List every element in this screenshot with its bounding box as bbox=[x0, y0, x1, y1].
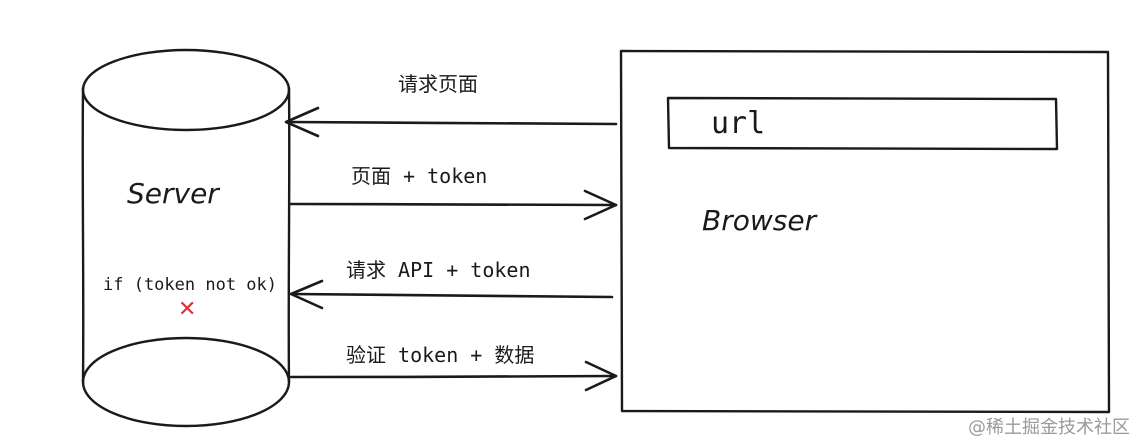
server-cylinder-top bbox=[81, 48, 291, 132]
server-label: Server bbox=[127, 177, 220, 210]
arrow-head-3 bbox=[289, 279, 324, 310]
message-label-2: 页面 + token bbox=[351, 164, 487, 188]
message-verify-data: 验证 token + 数据 bbox=[289, 343, 618, 392]
watermark: @稀土掘金技术社区 bbox=[968, 417, 1130, 438]
arrow-line-3 bbox=[290, 292, 614, 299]
arrow-line-1 bbox=[285, 120, 618, 126]
server-cylinder-bottom bbox=[81, 336, 291, 428]
message-label-1: 请求页面 bbox=[398, 72, 478, 96]
browser-url-bar bbox=[666, 96, 1059, 151]
server-cylinder-left-side bbox=[81, 86, 85, 384]
fail-x-icon: ✕ bbox=[178, 297, 196, 322]
browser-frame bbox=[619, 49, 1111, 414]
server-cylinder-right-side bbox=[287, 86, 291, 384]
arrow-line-4 bbox=[289, 374, 618, 379]
message-page-token: 页面 + token bbox=[289, 164, 618, 221]
arrow-line-2 bbox=[289, 202, 618, 207]
message-request-page: 请求页面 bbox=[284, 72, 618, 138]
browser-label: Browser bbox=[702, 204, 818, 237]
message-request-api: 请求 API + token bbox=[289, 258, 614, 310]
server-node: Server if (token not ok) ✕ bbox=[81, 48, 291, 428]
message-label-3: 请求 API + token bbox=[346, 258, 531, 282]
arrow-head-4 bbox=[584, 360, 618, 392]
server-condition: if (token not ok) bbox=[103, 275, 277, 295]
browser-url-text: url bbox=[711, 106, 765, 141]
message-label-4: 验证 token + 数据 bbox=[346, 343, 534, 367]
browser-node: url Browser bbox=[619, 49, 1111, 414]
arrow-head-1 bbox=[284, 106, 320, 138]
arrow-head-2 bbox=[583, 189, 618, 221]
